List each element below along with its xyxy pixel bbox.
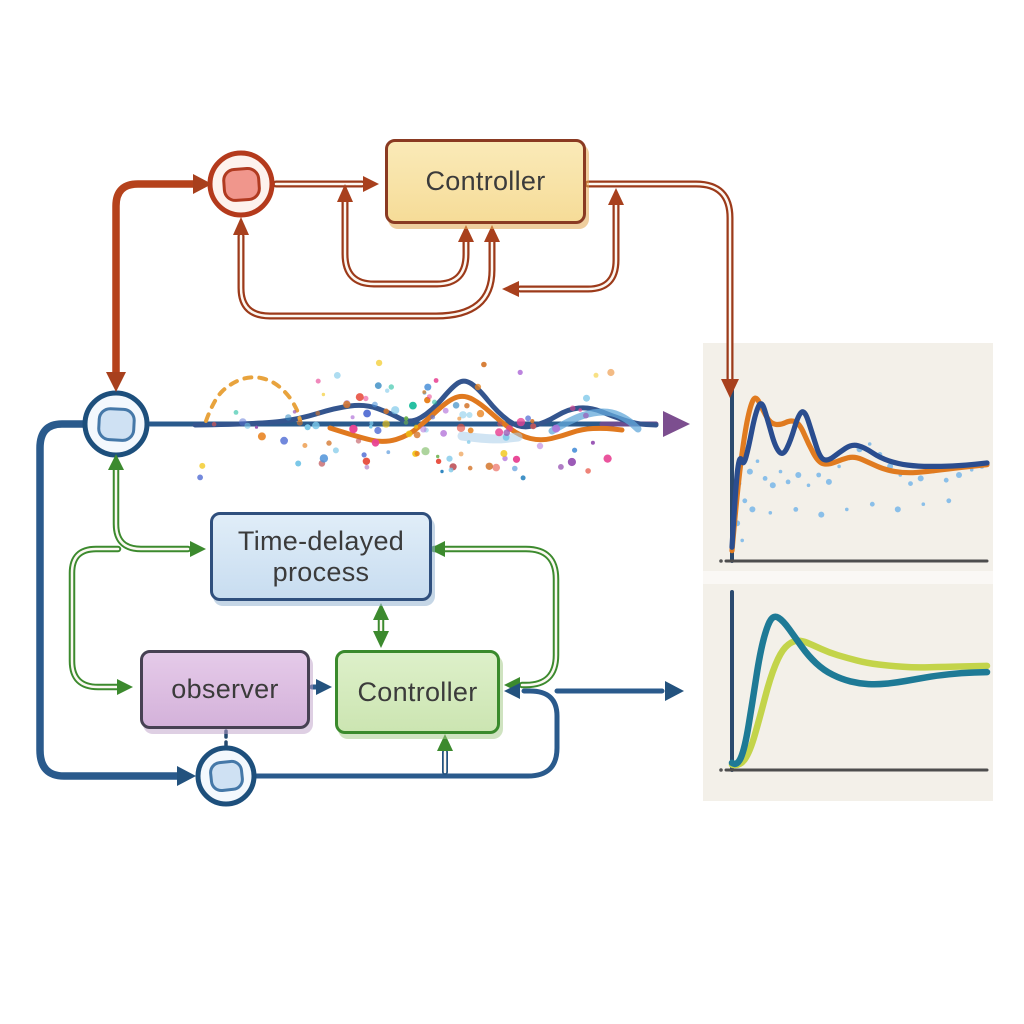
arrow-into-process-left: [190, 541, 206, 557]
arrow-into-process-right: [429, 541, 445, 557]
arrow-into-left-junction-red: [106, 372, 126, 392]
sum-junction-left: [82, 390, 150, 458]
arrow-noisy-signal-end: [663, 411, 690, 437]
arrow-down-into-inner-controller-top: [373, 631, 389, 648]
block-process-label-line2: process: [272, 556, 370, 587]
arrow-into-controller-bottom-1: [458, 225, 474, 242]
sum-junction-bottom-blob: [209, 759, 244, 793]
block-observer-label: observer: [171, 674, 279, 705]
noise-cloud: [192, 359, 659, 481]
arrow-up-into-inner-controller-bottom: [437, 734, 453, 751]
input-to-observer-line: [68, 545, 122, 691]
block-controller-inner: Controller: [335, 650, 500, 734]
arrow-into-left-junction-green: [108, 454, 124, 470]
block-process-label-line1: Time-delayed: [237, 526, 405, 557]
block-controller-outer: Controller: [385, 139, 586, 224]
block-controller-outer-label: Controller: [425, 166, 546, 197]
reference-branch-line: [112, 180, 198, 386]
arrow-up-right-of-controller: [608, 188, 624, 205]
block-process-label: Time-delayed process: [238, 526, 404, 586]
panel-seam: [703, 571, 993, 584]
arrow-up-into-process-bottom: [373, 603, 389, 620]
sum-junction-bottom: [195, 745, 257, 807]
arrow-into-inner-controller-right-blue: [504, 683, 520, 699]
bottom-response-chart: [719, 590, 991, 772]
arrow-into-bottom-junction: [177, 766, 196, 786]
junction-circles: [82, 150, 275, 807]
arrow-into-observer: [117, 679, 133, 695]
arrow-observer-to-controller: [316, 679, 332, 695]
block-observer: observer: [140, 650, 310, 729]
block-controller-inner-label: Controller: [357, 676, 478, 707]
arrow-into-outer-controller: [363, 176, 379, 192]
sum-junction-left-blob: [97, 407, 136, 442]
arrow-into-top-junction: [193, 174, 212, 194]
arrow-into-top-junction-bottom: [233, 217, 249, 235]
arrow-output-to-bottom-plot: [665, 681, 684, 701]
arrowheads: [106, 174, 739, 786]
arrow-into-top-plot: [721, 379, 739, 398]
arrow-into-controller-bottom-2: [484, 225, 500, 242]
sum-junction-top: [207, 150, 275, 218]
bottom-feedback-line: [253, 688, 560, 779]
left-feedforward-line: [36, 420, 184, 780]
arrow-up-left-of-controller: [337, 184, 353, 202]
input-to-process-line: [112, 464, 192, 553]
block-time-delayed-process: Time-delayed process: [210, 512, 432, 601]
top-response-chart: [719, 387, 990, 563]
sum-junction-top-blob: [222, 167, 261, 202]
arrow-left-feedback: [502, 281, 519, 297]
